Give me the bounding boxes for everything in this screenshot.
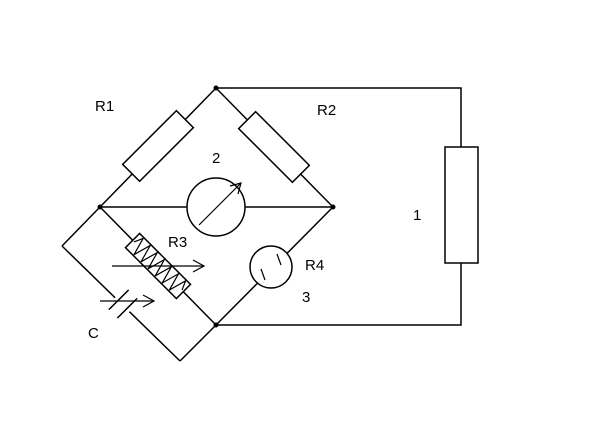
element-r4-body xyxy=(249,245,293,289)
label-3: 3 xyxy=(302,289,310,306)
label-2: 2 xyxy=(212,150,220,167)
variable-capacitor xyxy=(100,285,156,323)
galvanometer-arrowhead xyxy=(229,182,242,195)
label-r4: R4 xyxy=(305,257,324,274)
wire-outer-bottom xyxy=(216,263,462,326)
resistor-r1 xyxy=(121,109,195,183)
capacitor-adjust-arrow xyxy=(142,294,156,308)
resistor-r3-coil xyxy=(132,237,187,292)
capacitor-plate-b xyxy=(116,297,138,319)
wire-cap-a xyxy=(61,206,101,247)
label-c: C xyxy=(88,325,99,342)
resistor-r1-body xyxy=(121,109,195,183)
resistor-r2-body xyxy=(237,110,311,184)
node-right xyxy=(330,204,336,210)
galvanometer-needle xyxy=(198,182,242,226)
load-resistor xyxy=(444,146,479,264)
label-r1: R1 xyxy=(95,98,114,115)
label-r3: R3 xyxy=(168,234,187,251)
label-1: 1 xyxy=(413,207,421,224)
node-left xyxy=(97,204,103,210)
node-top xyxy=(213,85,219,91)
resistor-r3-adjust-arrow xyxy=(192,259,206,273)
galvanometer xyxy=(186,177,246,237)
element-r4 xyxy=(249,245,293,289)
resistor-r2 xyxy=(237,110,311,184)
wire-cap-c xyxy=(179,324,217,362)
junction-nodes xyxy=(97,85,336,328)
label-r2: R2 xyxy=(317,102,336,119)
element-r4-pin-b xyxy=(276,253,282,266)
load-resistor-body xyxy=(444,146,479,264)
wire-outer-top xyxy=(216,87,462,147)
variable-resistor-r3 xyxy=(112,232,206,300)
node-bottom xyxy=(213,322,219,328)
capacitor-plate-a xyxy=(108,289,130,311)
galvanometer-body xyxy=(186,177,246,237)
element-r4-pin-a xyxy=(260,268,266,281)
